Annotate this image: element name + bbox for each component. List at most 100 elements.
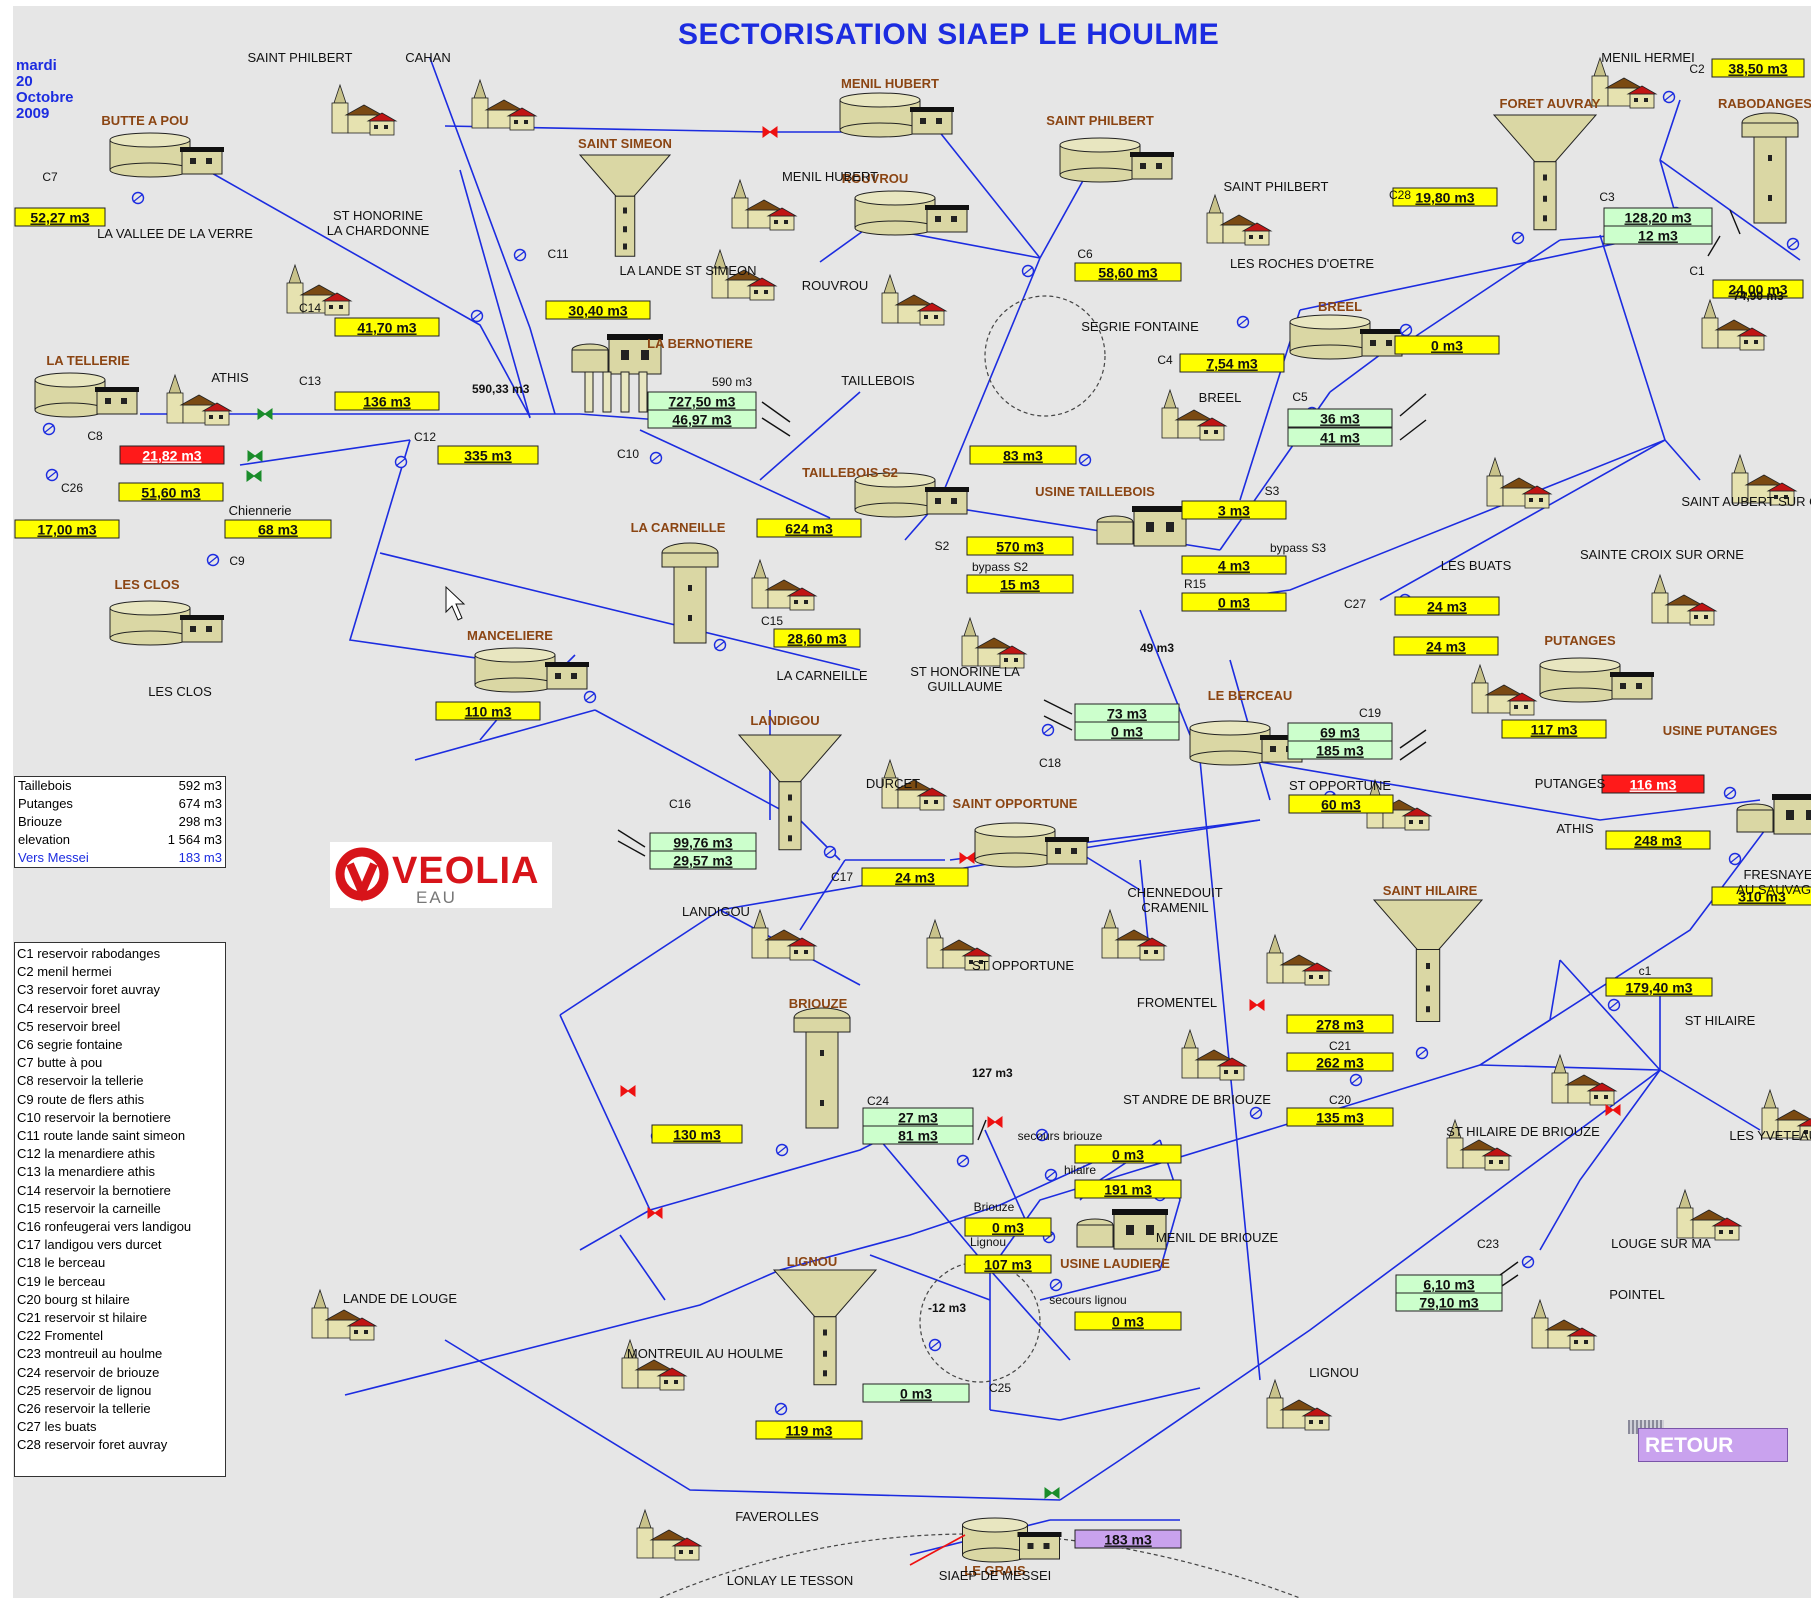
- column-body: [805, 1017, 839, 1129]
- meter-needle: [1512, 233, 1524, 243]
- annex: [1524, 493, 1550, 509]
- retour-button[interactable]: RETOUR: [1638, 1428, 1788, 1462]
- place-label: ST OPPORTUNE: [1289, 778, 1391, 793]
- meter-needle: [776, 1145, 788, 1155]
- annex: [1304, 970, 1330, 986]
- flow-arrow-icon: [1043, 715, 1073, 731]
- reading-value: 110 m3: [465, 704, 512, 720]
- window: [1319, 1420, 1323, 1424]
- facility-tank: [1539, 657, 1654, 703]
- tank-top: [1539, 657, 1621, 673]
- pump-house: [181, 617, 223, 643]
- window: [1426, 1006, 1430, 1013]
- reading-value: 24,00 m3: [1728, 282, 1787, 298]
- window: [1524, 705, 1528, 709]
- house-roof: [1564, 1074, 1604, 1086]
- legend-item: C14 reservoir la bernotiere: [17, 1182, 171, 1198]
- pipe: [989, 1409, 1061, 1421]
- window: [934, 315, 938, 319]
- reading-value: 36 m3: [1320, 411, 1360, 427]
- reading-box: [1287, 427, 1393, 447]
- facility-tank: [1059, 137, 1174, 183]
- counter-tag: C28: [1389, 188, 1411, 202]
- pump-house: [1611, 674, 1653, 700]
- church-tower: [751, 577, 769, 609]
- place-label: POINTEL: [1609, 1287, 1665, 1302]
- place-label: ST HONORINE: [333, 208, 423, 223]
- window: [820, 1050, 824, 1056]
- annex-roof: [671, 1537, 703, 1547]
- reading-value: 99,76 m3: [673, 835, 732, 851]
- place-label: ATHIS: [211, 370, 249, 385]
- reading-box: [1287, 408, 1393, 428]
- counter-tag: C3: [1599, 190, 1615, 204]
- window: [784, 220, 788, 224]
- legend-item: C27 les buats: [17, 1419, 97, 1435]
- window: [524, 120, 528, 124]
- place-label: LIGNOU: [1309, 1365, 1359, 1380]
- place-label: ST HONORINE LA: [910, 664, 1020, 679]
- place-label: LES BUATS: [1441, 558, 1512, 573]
- window: [951, 216, 957, 222]
- annex: [1569, 1335, 1595, 1351]
- facility-label: LES CLOS: [114, 577, 179, 592]
- meter-needle: [1350, 1075, 1362, 1085]
- tank-bottom: [1189, 750, 1271, 766]
- annex: [204, 410, 230, 426]
- reading-box: [1286, 1107, 1394, 1127]
- house-roof: [764, 579, 804, 591]
- window: [105, 398, 111, 404]
- window: [1594, 1095, 1598, 1099]
- annex-roof: [996, 645, 1028, 655]
- column-detail: [638, 371, 648, 413]
- date-year: 2009: [16, 105, 50, 122]
- church-tower: [1101, 927, 1119, 959]
- counter-tag: C23: [1477, 1237, 1499, 1251]
- church-tower: [1181, 1047, 1199, 1079]
- pipe: [209, 171, 531, 418]
- window: [623, 243, 627, 250]
- place-label: ATHIS: [1556, 821, 1594, 836]
- annex-roof: [1521, 485, 1553, 495]
- reading-box: [1603, 225, 1713, 245]
- place-label: Chiennerie: [229, 503, 292, 518]
- pump-house: [1131, 154, 1173, 180]
- window: [374, 125, 378, 129]
- counter-tag: C27: [1344, 597, 1366, 611]
- reading-value: 262 m3: [1316, 1055, 1364, 1071]
- counter-tag: C24: [867, 1094, 889, 1108]
- counter-tag: C13: [299, 374, 321, 388]
- legend-item: C16 ronfeugerai vers landigou: [17, 1219, 192, 1235]
- window: [1154, 950, 1158, 954]
- window: [1319, 975, 1323, 979]
- tank-top: [474, 647, 556, 663]
- meter-needle: [929, 1340, 941, 1350]
- window: [924, 315, 928, 319]
- reading-box: [1074, 1179, 1182, 1199]
- facility-column: [661, 542, 719, 644]
- reading-box: [1074, 262, 1182, 282]
- house-roof: [974, 637, 1014, 649]
- reading-box: [1394, 596, 1500, 616]
- reading-box: [1394, 335, 1500, 355]
- village-icon: [331, 83, 398, 136]
- annex-roof: [201, 402, 233, 412]
- window: [1126, 1225, 1134, 1235]
- village-icon: [1551, 1053, 1618, 1106]
- facility-label: USINE TAILLEBOIS: [1035, 484, 1155, 499]
- pipe: [929, 119, 1041, 259]
- reading-value: 0 m3: [1431, 338, 1463, 354]
- flow-arrow-icon: [1399, 741, 1427, 761]
- house-roof: [324, 1309, 364, 1321]
- pipe: [1539, 1069, 1661, 1251]
- reading-box: [1074, 721, 1180, 741]
- annex-roof: [1566, 1327, 1598, 1337]
- reading-value: 27 m3: [898, 1110, 938, 1126]
- window: [1259, 235, 1263, 239]
- place-label: LA CARNEILLE: [776, 668, 867, 683]
- facility-tank: [1289, 314, 1404, 360]
- window: [1754, 340, 1758, 344]
- flow-arrow-icon: [1707, 235, 1721, 257]
